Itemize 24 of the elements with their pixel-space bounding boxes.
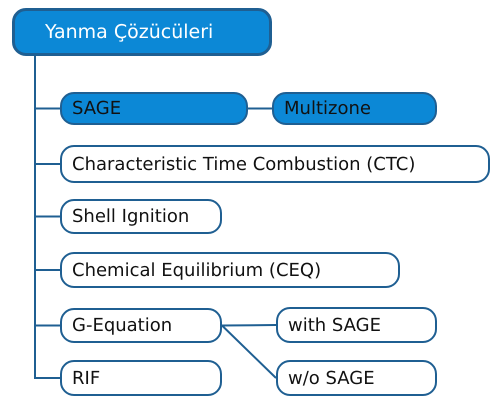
model-box: [276, 307, 437, 343]
box-label: G-Equation: [72, 315, 172, 336]
box-label: Characteristic Time Combustion (CTC): [72, 154, 416, 174]
model-box: [60, 360, 222, 396]
box-label: RIF: [72, 368, 100, 388]
box-label: Shell Ignition: [72, 206, 190, 227]
model-box: [60, 252, 400, 288]
box-label: w/o SAGE: [288, 368, 375, 388]
model-box: [276, 360, 437, 396]
box-label: Chemical Equilibrium (CEQ): [72, 260, 322, 280]
model-box: [60, 199, 222, 234]
model-box: [60, 92, 248, 125]
connector-line: [221, 324, 277, 379]
model-box: [272, 92, 437, 125]
model-box: [60, 145, 490, 183]
box-label: Multizone: [284, 98, 371, 119]
box-label: SAGE: [72, 98, 122, 119]
connector-line: [248, 108, 272, 110]
model-box: [60, 308, 222, 343]
box-label: with SAGE: [288, 314, 381, 336]
box-label: Yanma Çözücüleri: [45, 21, 214, 43]
title-box: [12, 8, 272, 56]
connector-line: [34, 56, 60, 379]
connector-line: [222, 324, 276, 326]
